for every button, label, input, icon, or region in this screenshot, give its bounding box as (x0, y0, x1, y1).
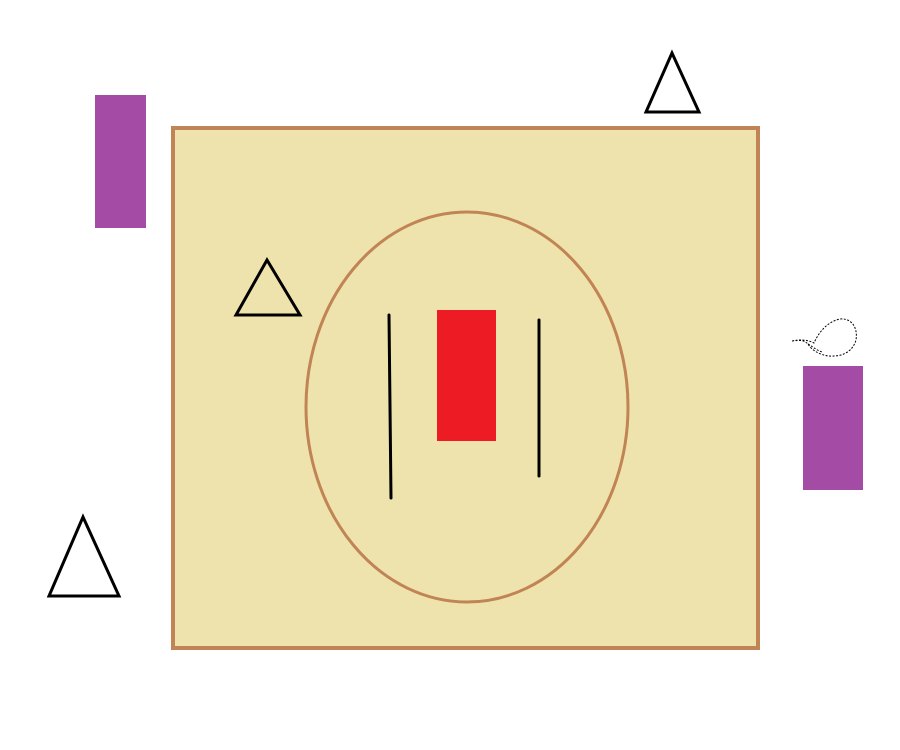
triangle-icon (46, 513, 122, 598)
triangle-icon (233, 257, 303, 317)
scribble-icon (791, 318, 857, 357)
purple-block-right (803, 366, 863, 490)
purple-block-left (95, 95, 146, 228)
center-red-block (437, 310, 496, 441)
inner-circle (304, 210, 630, 604)
left-vertical-line (387, 313, 393, 500)
triangle-icon (643, 49, 702, 114)
